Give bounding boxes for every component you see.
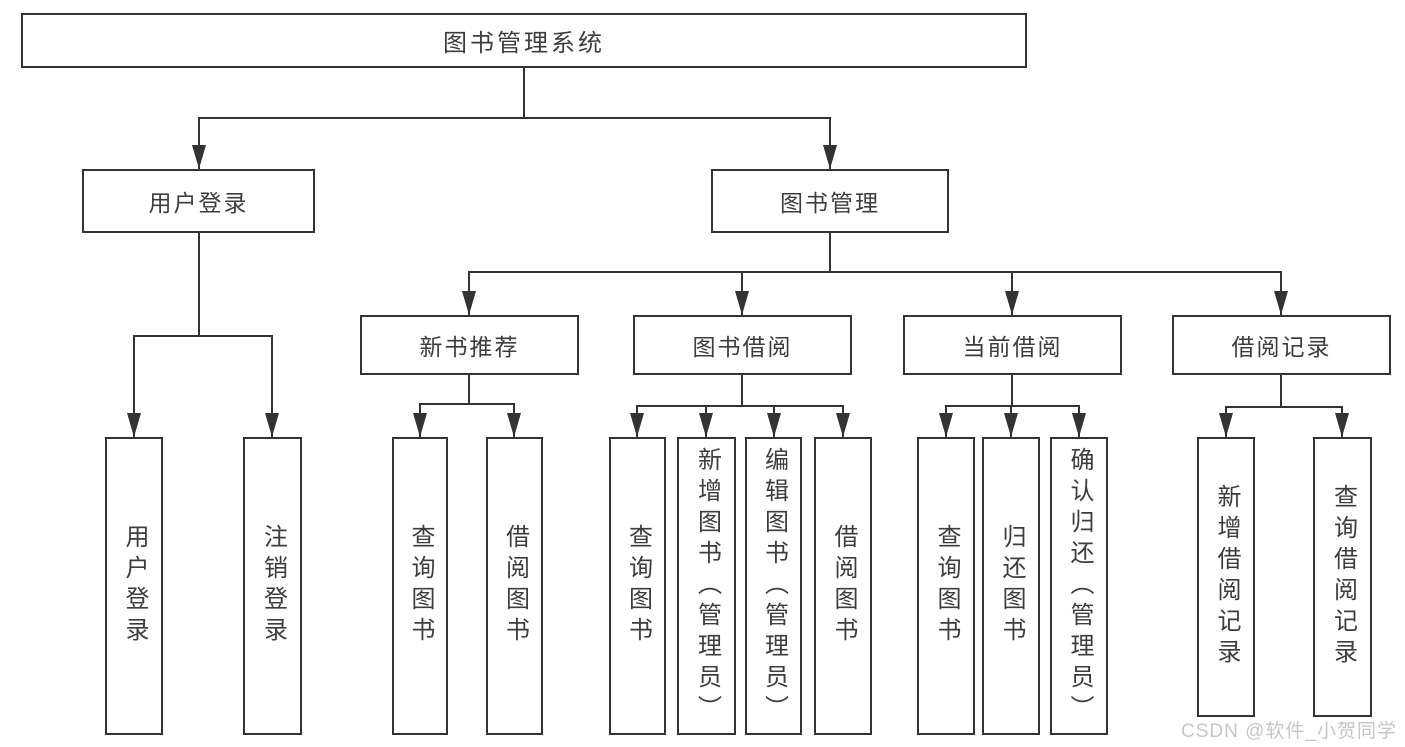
node-label: 新增图书（管理员） [693,446,721,726]
node-current-borrow: 当前借阅 [903,315,1122,375]
node-label: 借阅图书 [830,524,857,648]
leaf-newbooks-borrow-books: 借阅图书 [486,437,543,735]
leaf-borrow-edit-books-admin: 编辑图书（管理员） [745,437,802,735]
leaf-records-add-record: 新增借阅记录 [1197,437,1255,717]
node-book-management: 图书管理 [711,169,949,233]
node-root-system: 图书管理系统 [21,13,1027,68]
node-label: 查询借阅记录 [1329,484,1357,670]
node-label: 借阅图书 [501,524,529,648]
node-label: 新增借阅记录 [1213,484,1240,670]
leaf-borrow-add-books-admin: 新增图书（管理员） [677,437,736,735]
node-label: 图书借阅 [692,334,793,360]
node-label: 图书管理 [780,190,880,216]
node-label: 图书管理系统 [443,30,605,57]
node-label: 查询图书 [933,524,960,648]
leaf-records-query-record: 查询借阅记录 [1313,437,1372,717]
node-borrow-records: 借阅记录 [1172,315,1391,375]
leaf-borrow-borrow-books: 借阅图书 [814,437,872,735]
leaf-newbooks-query-books: 查询图书 [392,437,448,735]
node-label: 注销登录 [259,524,287,648]
node-label: 查询图书 [624,524,652,648]
node-label: 当前借阅 [962,334,1063,360]
leaf-current-return-books: 归还图书 [982,437,1040,735]
leaf-logout: 注销登录 [243,437,302,735]
leaf-current-query-books: 查询图书 [917,437,975,735]
node-book-borrow: 图书借阅 [633,315,852,375]
node-label: 确认归还（管理员） [1066,446,1093,726]
node-label: 编辑图书（管理员） [760,446,788,726]
leaf-user-login: 用户登录 [105,437,163,735]
node-label: 用户登录 [148,190,249,216]
leaf-current-confirm-return-admin: 确认归还（管理员） [1050,437,1108,735]
node-new-book-recommend: 新书推荐 [360,315,579,375]
node-user-login: 用户登录 [82,169,315,233]
watermark-text: CSDN @软件_小贺同学 [1181,721,1397,742]
node-label: 借阅记录 [1231,334,1332,360]
node-label: 新书推荐 [419,334,520,360]
leaf-borrow-query-books: 查询图书 [609,437,666,735]
node-label: 归还图书 [998,524,1025,648]
node-label: 查询图书 [407,524,434,648]
node-label: 用户登录 [121,524,148,648]
